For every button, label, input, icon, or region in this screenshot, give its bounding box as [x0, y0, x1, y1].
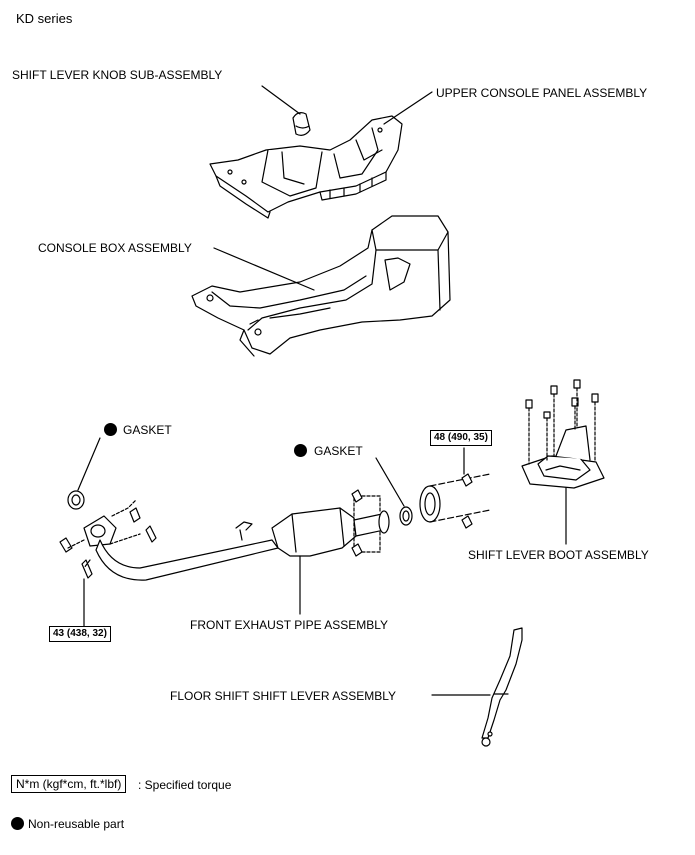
- legend-non-reusable-icon: [11, 817, 24, 830]
- torque-left-flange: 43 (438, 32): [49, 626, 111, 642]
- label-upper-console-panel: UPPER CONSOLE PANEL ASSEMBLY: [436, 86, 648, 100]
- right-gasket-drawing: [399, 506, 413, 526]
- leader-upper-console: [383, 91, 433, 125]
- legend-torque-box: N*m (kgf*cm, ft.*lbf): [11, 775, 127, 793]
- non-reusable-marker-right: [294, 444, 307, 457]
- torque-right-flange: 48 (490, 35): [430, 430, 492, 446]
- legend-torque-desc: : Specified torque: [138, 778, 232, 792]
- console-box-drawing: [191, 215, 451, 357]
- label-gasket-right: GASKET: [314, 444, 363, 458]
- label-gasket-left: GASKET: [123, 423, 172, 437]
- rear-pipe-drawing: [419, 473, 491, 529]
- non-reusable-marker-left: [104, 423, 117, 436]
- series-title: KD series: [16, 11, 73, 26]
- shift-lever-boot-drawing: [521, 379, 605, 489]
- label-front-exhaust-pipe: FRONT EXHAUST PIPE ASSEMBLY: [190, 618, 389, 632]
- left-gasket-drawing: [67, 490, 85, 510]
- leader-right-gasket: [375, 457, 405, 507]
- legend-non-reusable-text: Non-reusable part: [28, 817, 125, 831]
- shift-lever-knob-drawing: [292, 112, 311, 136]
- leader-left-gasket: [77, 437, 101, 491]
- upper-console-panel-drawing: [209, 115, 403, 219]
- label-floor-shift-lever: FLOOR SHIFT SHIFT LEVER ASSEMBLY: [170, 689, 397, 703]
- leader-shift-knob: [261, 85, 301, 115]
- label-console-box: CONSOLE BOX ASSEMBLY: [38, 241, 192, 255]
- label-shift-lever-knob: SHIFT LEVER KNOB SUB-ASSEMBLY: [12, 68, 223, 82]
- label-shift-lever-boot: SHIFT LEVER BOOT ASSEMBLY: [468, 548, 649, 562]
- leader-console-box: [213, 247, 315, 291]
- floor-shift-lever-drawing: [481, 627, 523, 747]
- front-exhaust-pipe-drawing: [59, 489, 390, 581]
